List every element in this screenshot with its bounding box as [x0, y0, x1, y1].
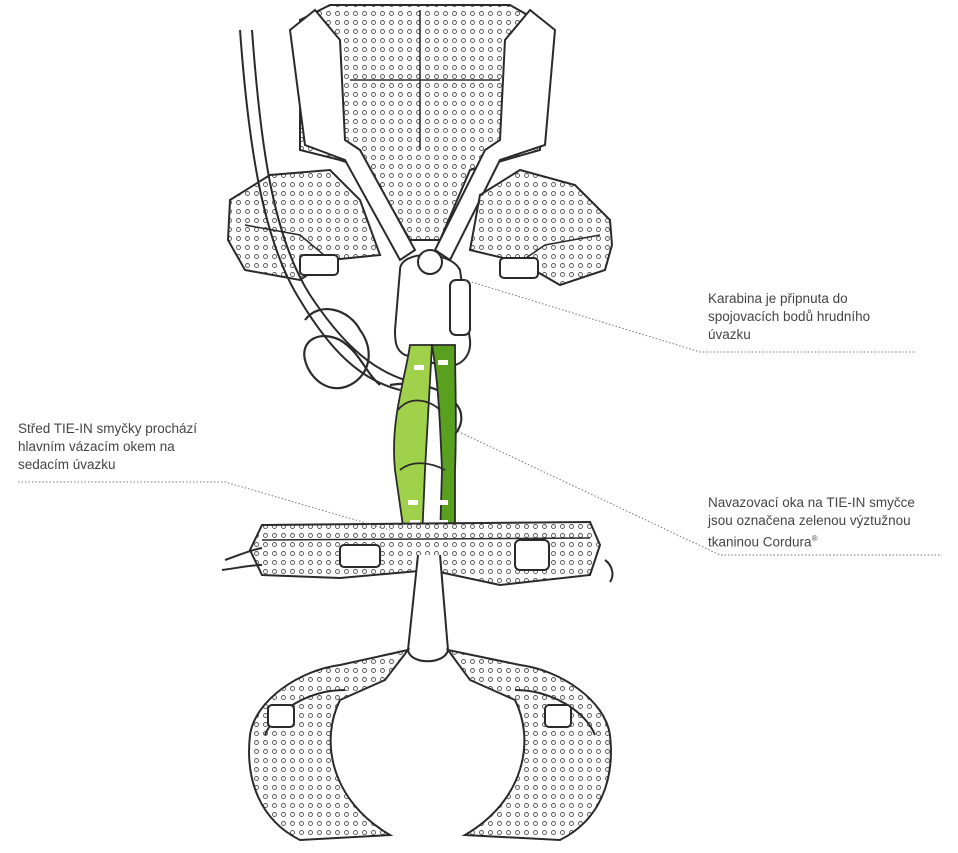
callout-carabiner: Karabina je připnuta do spojovacích bodů…: [708, 291, 871, 342]
right-leg-buckle: [544, 704, 572, 728]
leader-tie-in-center: [18, 481, 391, 531]
chest-right-buckle: [499, 257, 539, 279]
chest-harness: [226, 4, 614, 287]
chest-left-buckle: [299, 254, 339, 276]
chest-right-wing: [468, 168, 614, 287]
waist-left-buckle: [339, 544, 381, 568]
left-shoulder-strap: [288, 8, 417, 262]
leg-loops: [248, 648, 612, 842]
rope-knot: [303, 308, 381, 390]
callout-tie-in-loops-text: Navazovací oka na TIE-IN smyčce jsou ozn…: [708, 495, 915, 550]
leader-lines: [18, 279, 942, 556]
carabiner: [393, 249, 472, 368]
right-leg-loop: [445, 648, 612, 842]
leader-carabiner: [464, 279, 916, 353]
left-leg-loop: [248, 648, 411, 842]
chest-left-wing: [226, 168, 382, 282]
tie-in-loop-right: [430, 344, 457, 541]
waist-right-buckle: [514, 539, 550, 571]
callout-tie-in-loops: Navazovací oka na TIE-IN smyčce jsou ozn…: [708, 494, 915, 552]
carabiner-gate: [449, 279, 471, 336]
trademark-symbol: ®: [811, 534, 818, 543]
tie-in-sling: [393, 344, 457, 541]
seat-harness: [221, 520, 614, 663]
left-leg-buckle: [267, 704, 295, 728]
tie-in-loop-left: [393, 344, 433, 541]
chest-back-mesh: [299, 4, 547, 241]
right-shoulder-strap: [433, 8, 557, 262]
callout-tie-in-center: Střed TIE-IN smyčky prochází hlavním váz…: [18, 421, 198, 472]
leader-tie-in-loops: [454, 429, 942, 556]
